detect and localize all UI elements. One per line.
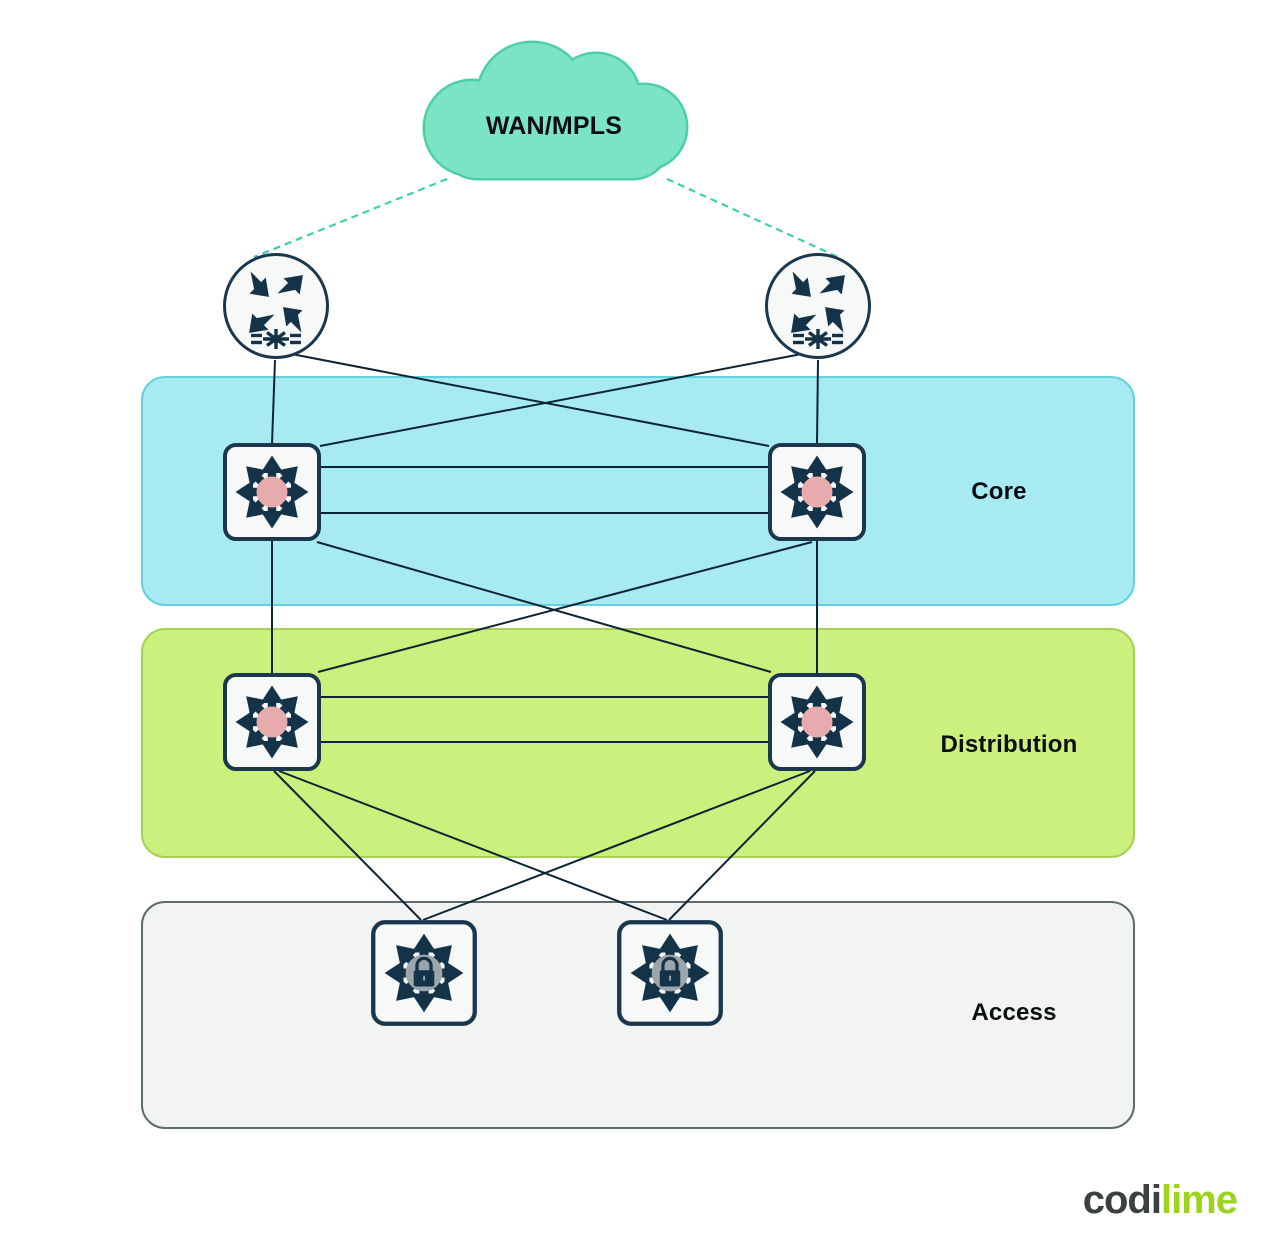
wan-cloud xyxy=(422,40,689,181)
wan-dashed-links xyxy=(253,177,839,259)
wan-router-icon xyxy=(763,251,873,361)
access-switch-1 xyxy=(370,919,478,1027)
wan-router-icon xyxy=(221,251,331,361)
solid-links xyxy=(271,351,819,921)
wan-router-1 xyxy=(221,251,331,361)
access-switch-2 xyxy=(616,919,724,1027)
codilime-logo: codilime xyxy=(1082,1178,1238,1222)
core-switch-2 xyxy=(767,442,867,542)
distribution-switch-2 xyxy=(767,672,867,772)
multilayer-switch-icon xyxy=(222,442,322,542)
secure-switch-icon xyxy=(370,919,478,1027)
logo-prefix: codi xyxy=(1082,1178,1162,1222)
secure-switch-icon xyxy=(616,919,724,1027)
logo-suffix: lime xyxy=(1160,1178,1238,1222)
multilayer-switch-icon xyxy=(767,442,867,542)
distribution-switch-1 xyxy=(222,672,322,772)
core-layer-label: Core xyxy=(971,478,1027,505)
distribution-layer-label: Distribution xyxy=(940,731,1078,758)
multilayer-switch-icon xyxy=(767,672,867,772)
multilayer-switch-icon xyxy=(222,672,322,772)
access-layer-label: Access xyxy=(971,999,1057,1026)
wan-cloud-label: WAN/MPLS xyxy=(485,112,623,140)
wan-router-2 xyxy=(763,251,873,361)
core-switch-1 xyxy=(222,442,322,542)
